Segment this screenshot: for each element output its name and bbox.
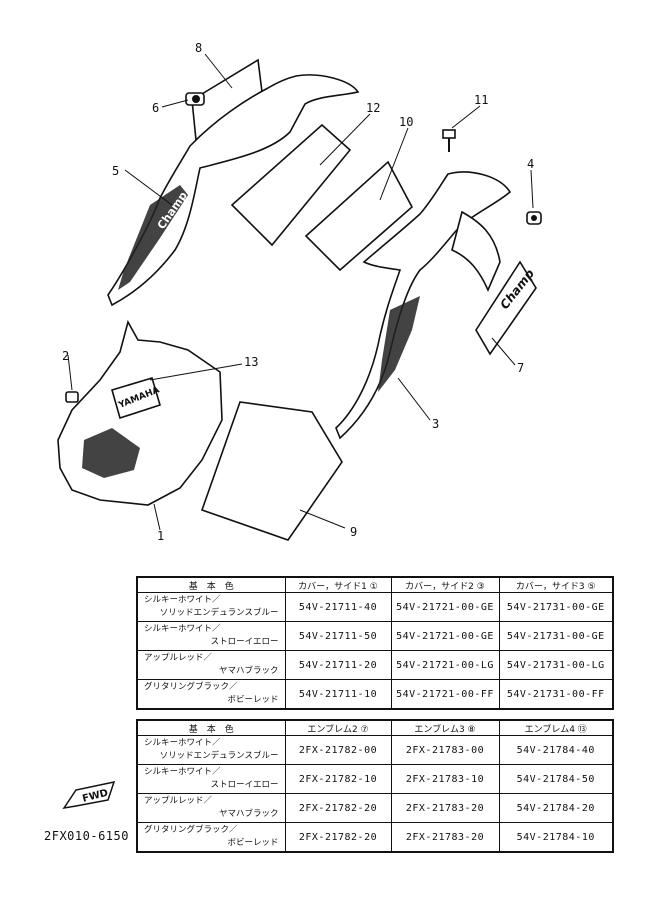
callout-3: 3	[432, 417, 439, 431]
part-10-panel	[304, 160, 414, 272]
part-number-cell: 54V-21731-00-FF	[498, 679, 614, 710]
part-number-cell: 54V-21721-00-GE	[390, 621, 500, 651]
part-2-screw	[65, 391, 79, 403]
color-name-cell: シルキーホワイト／ストローイエロー	[136, 764, 286, 794]
exploded-parts-diagram: Champ Champ	[57, 41, 542, 543]
color-name-cell: グリタリングブラック／ボビーレッド	[136, 822, 286, 853]
part-number-cell: 54V-21711-20	[284, 650, 392, 680]
part-6-grommet	[185, 92, 205, 106]
part-number-cell: 54V-21711-40	[284, 592, 392, 622]
part-3-right-side-cover	[335, 171, 512, 440]
column-header: エンブレム2 ⑦	[284, 719, 392, 736]
part-5-left-side-cover: Champ	[107, 74, 360, 307]
callout-8: 8	[195, 41, 202, 55]
emblem-parts-table: 基 本 色 エンブレム2 ⑦ エンブレム3 ⑧ エンブレム4 ⑬ シルキーホワイ…	[136, 719, 614, 853]
part-1-front-cover: YAMAHA	[57, 319, 223, 506]
color-name-cell: シルキーホワイト／ストローイエロー	[136, 621, 286, 651]
side-cover-parts-table: 基 本 色 カバー，サイド1 ① カバー，サイド2 ③ カバー，サイド3 ⑤ シ…	[136, 576, 614, 710]
column-header: カバー，サイド2 ③	[390, 576, 500, 593]
part-number-cell: 2FX-21783-10	[390, 764, 500, 794]
table-row: グリタリングブラック／ボビーレッド 2FX-21782-20 2FX-21783…	[136, 822, 614, 853]
diagram-code: 2FX010-6150	[44, 829, 129, 843]
column-header: カバー，サイド3 ⑤	[498, 576, 614, 593]
part-4-grommet	[526, 211, 542, 225]
callout-13: 13	[244, 355, 258, 369]
part-number-cell: 54V-21721-00-GE	[390, 592, 500, 622]
part-number-cell: 54V-21711-50	[284, 621, 392, 651]
part-number-cell: 2FX-21783-00	[390, 735, 500, 765]
callout-1: 1	[157, 529, 164, 543]
part-number-cell: 54V-21784-10	[498, 822, 614, 853]
forward-arrow-icon: FWD	[62, 780, 116, 810]
callout-6: 6	[152, 101, 159, 115]
part-number-cell: 54V-21731-00-GE	[498, 621, 614, 651]
part-number-cell: 54V-21731-00-LG	[498, 650, 614, 680]
callout-9: 9	[350, 525, 357, 539]
table-row: アップルレッド／ヤマハブラック 2FX-21782-20 2FX-21783-2…	[136, 793, 614, 823]
color-name-cell: シルキーホワイト／ソリッドエンデュランスブルー	[136, 592, 286, 622]
part-12-panel	[230, 123, 352, 247]
leader-lines	[67, 53, 534, 531]
table-row: グリタリングブラック／ボビーレッド 54V-21711-10 54V-21721…	[136, 679, 614, 710]
callout-11: 11	[474, 93, 488, 107]
color-name-cell: アップルレッド／ヤマハブラック	[136, 793, 286, 823]
part-11-screw	[442, 129, 456, 152]
table-row: シルキーホワイト／ストローイエロー 2FX-21782-10 2FX-21783…	[136, 764, 614, 794]
column-header: 基 本 色	[136, 719, 286, 736]
column-header: 基 本 色	[136, 576, 286, 593]
part-9-pad	[200, 401, 343, 541]
callout-4: 4	[527, 157, 534, 171]
part-number-cell: 54V-21711-10	[284, 679, 392, 710]
column-header: エンブレム3 ⑧	[390, 719, 500, 736]
table-row: シルキーホワイト／ソリッドエンデュランスブルー 54V-21711-40 54V…	[136, 592, 614, 622]
part-number-cell: 2FX-21782-00	[284, 735, 392, 765]
callout-7: 7	[517, 361, 524, 375]
color-name-cell: グリタリングブラック／ボビーレッド	[136, 679, 286, 710]
table-row: シルキーホワイト／ソリッドエンデュランスブルー 2FX-21782-00 2FX…	[136, 735, 614, 765]
table-row: アップルレッド／ヤマハブラック 54V-21711-20 54V-21721-0…	[136, 650, 614, 680]
part-number-cell: 2FX-21782-20	[284, 793, 392, 823]
part-number-cell: 54V-21784-40	[498, 735, 614, 765]
column-header: カバー，サイド1 ①	[284, 576, 392, 593]
table-header-row: 基 本 色 エンブレム2 ⑦ エンブレム3 ⑧ エンブレム4 ⑬	[136, 719, 614, 736]
part-number-cell: 54V-21721-00-LG	[390, 650, 500, 680]
table-row: シルキーホワイト／ストローイエロー 54V-21711-50 54V-21721…	[136, 621, 614, 651]
part-number-cell: 2FX-21782-20	[284, 822, 392, 853]
part-number-cell: 54V-21784-20	[498, 793, 614, 823]
callout-10: 10	[399, 115, 413, 129]
callout-2: 2	[62, 349, 69, 363]
callout-labels: 1 2 3 4 5 6 7 8 9 10 11 12 13	[62, 41, 534, 543]
table-header-row: 基 本 色 カバー，サイド1 ① カバー，サイド2 ③ カバー，サイド3 ⑤	[136, 576, 614, 593]
callout-5: 5	[112, 164, 119, 178]
part-number-cell: 2FX-21783-20	[390, 822, 500, 853]
part-number-cell: 54V-21721-00-FF	[390, 679, 500, 710]
part-number-cell: 2FX-21783-20	[390, 793, 500, 823]
color-name-cell: シルキーホワイト／ソリッドエンデュランスブルー	[136, 735, 286, 765]
column-header: エンブレム4 ⑬	[498, 719, 614, 736]
color-name-cell: アップルレッド／ヤマハブラック	[136, 650, 286, 680]
part-number-cell: 54V-21731-00-GE	[498, 592, 614, 622]
part-number-cell: 2FX-21782-10	[284, 764, 392, 794]
callout-12: 12	[366, 101, 380, 115]
part-number-cell: 54V-21784-50	[498, 764, 614, 794]
